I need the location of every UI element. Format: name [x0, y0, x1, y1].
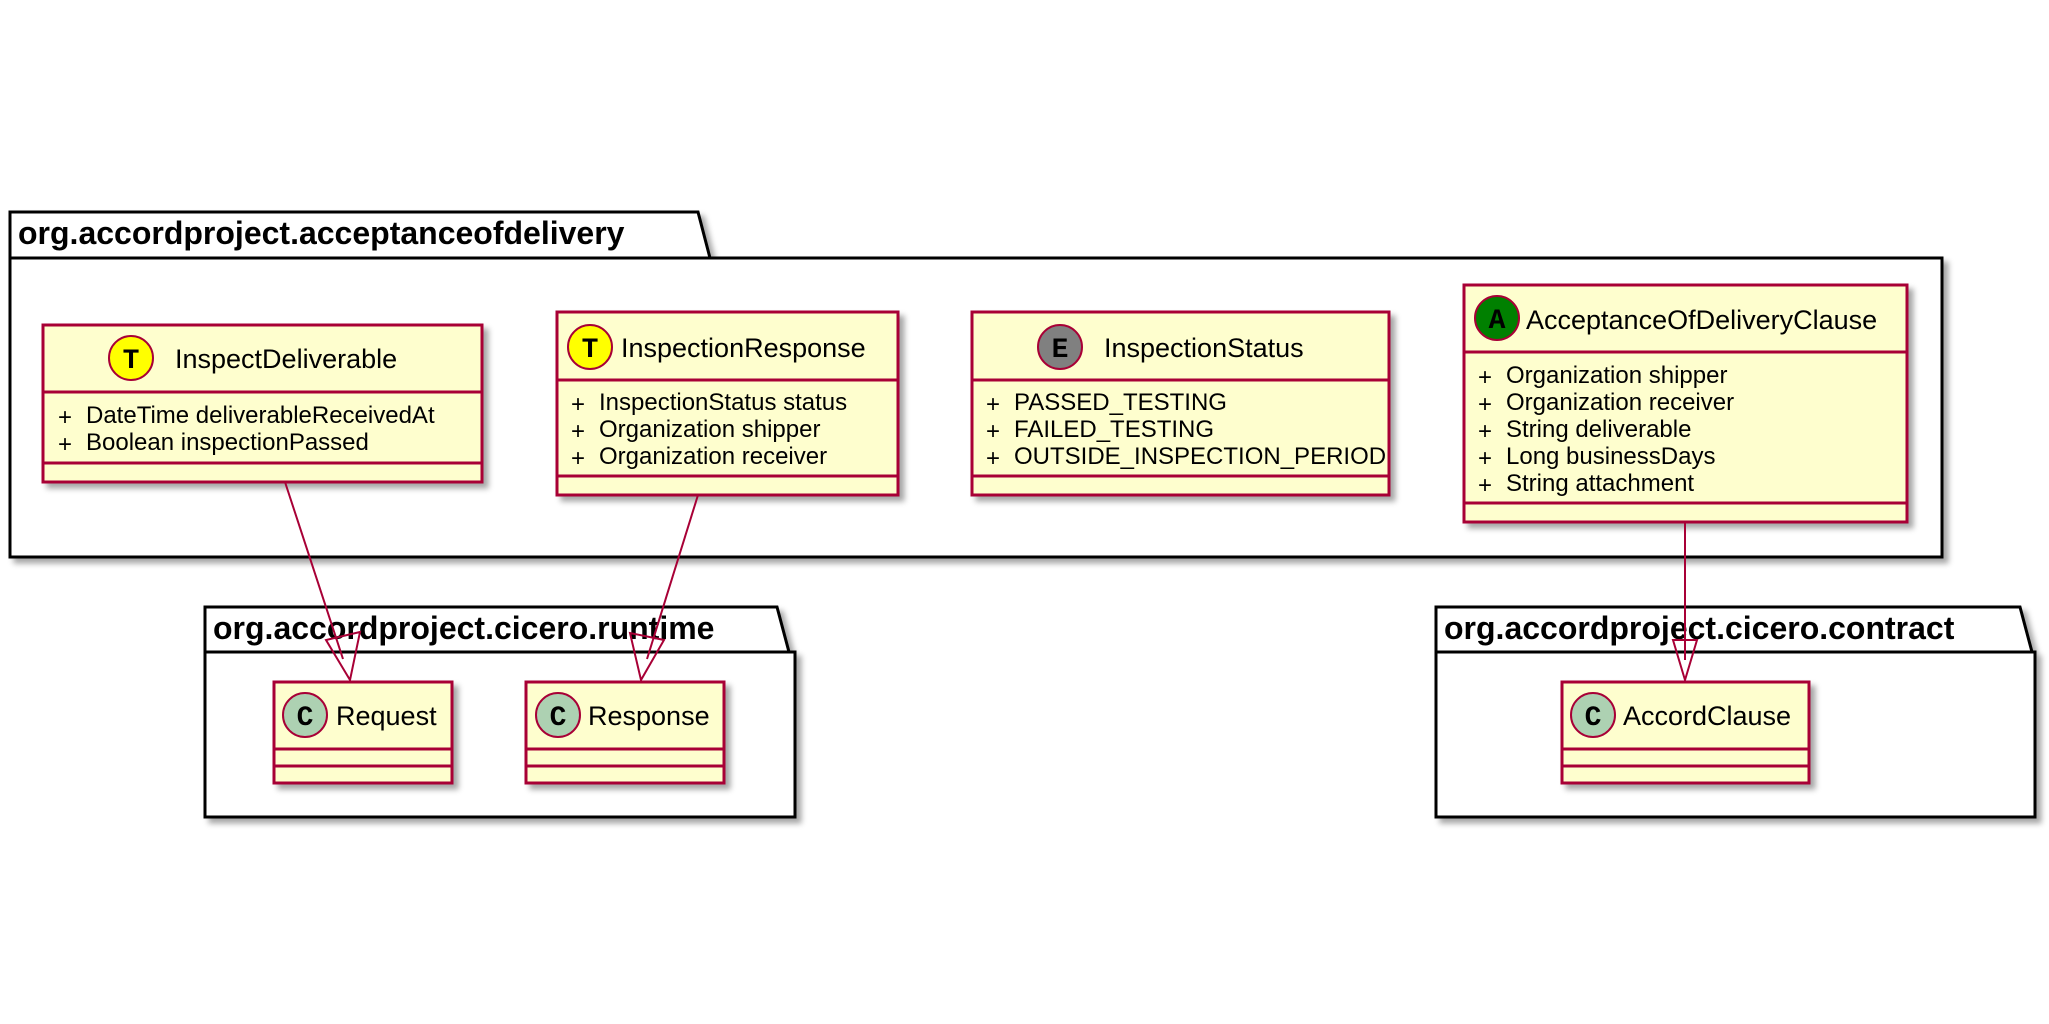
public-visibility-icon: +	[571, 391, 585, 418]
public-visibility-icon: +	[571, 445, 585, 472]
relation-inspectdeliverable-extends-request	[284, 481, 362, 683]
stereotype-e-icon	[1037, 324, 1083, 370]
enum-value: PASSED_TESTING	[1014, 389, 1227, 416]
class-name: Response	[588, 701, 710, 731]
package-title: org.accordproject.cicero.runtime	[213, 610, 714, 646]
attribute: Boolean inspectionPassed	[86, 429, 369, 456]
stereotype-c-icon	[282, 692, 328, 738]
class-inspection-status[interactable]: E InspectionStatus + PASSED_TESTING + FA…	[970, 310, 1391, 497]
attribute: Organization receiver	[1506, 389, 1734, 416]
stereotype-letter: T	[582, 335, 599, 366]
class-acceptance-of-delivery-clause[interactable]: A AcceptanceOfDeliveryClause + Organizat…	[1462, 283, 1909, 524]
relation-inspectionresponse-extends-response	[628, 494, 699, 683]
public-visibility-icon: +	[58, 404, 72, 431]
stereotype-c-icon	[1570, 692, 1616, 738]
stereotype-a-icon	[1474, 295, 1520, 341]
inheritance-arrowhead-icon	[324, 630, 362, 683]
class-name: Request	[336, 701, 437, 731]
attribute: Long businessDays	[1506, 443, 1715, 470]
stereotype-c-icon	[535, 692, 581, 738]
attribute: Organization receiver	[599, 443, 827, 470]
public-visibility-icon: +	[58, 431, 72, 458]
public-visibility-icon: +	[986, 445, 1000, 472]
stereotype-letter: T	[123, 346, 140, 377]
package-title: org.accordproject.acceptanceofdelivery	[18, 215, 625, 251]
inheritance-arrowhead-icon	[1671, 639, 1699, 684]
stereotype-letter: A	[1489, 306, 1506, 337]
class-request[interactable]: C Request	[272, 680, 454, 785]
public-visibility-icon: +	[571, 418, 585, 445]
class-name: InspectionStatus	[1104, 333, 1304, 363]
attribute: DateTime deliverableReceivedAt	[86, 402, 435, 429]
stereotype-letter: C	[1585, 703, 1602, 734]
stereotype-t-icon	[567, 324, 613, 370]
attribute: Organization shipper	[1506, 362, 1727, 389]
class-name: InspectionResponse	[621, 333, 866, 363]
class-inspection-response[interactable]: T InspectionResponse + InspectionStatus …	[555, 310, 900, 497]
class-accord-clause[interactable]: C AccordClause	[1560, 680, 1811, 785]
attribute: String deliverable	[1506, 416, 1691, 443]
attribute: InspectionStatus status	[599, 389, 847, 416]
inheritance-arrowhead-icon	[628, 631, 666, 683]
class-response[interactable]: C Response	[524, 680, 726, 785]
class-inspect-deliverable[interactable]: T InspectDeliverable + DateTime delivera…	[41, 323, 484, 484]
class-name: AccordClause	[1623, 701, 1791, 731]
public-visibility-icon: +	[1478, 391, 1492, 418]
public-visibility-icon: +	[986, 391, 1000, 418]
attribute: Organization shipper	[599, 416, 820, 443]
public-visibility-icon: +	[1478, 364, 1492, 391]
package-title: org.accordproject.cicero.contract	[1444, 610, 1955, 646]
enum-value: OUTSIDE_INSPECTION_PERIOD	[1014, 443, 1386, 470]
relation-acceptanceclause-extends-accordclause	[1671, 522, 1699, 684]
stereotype-letter: C	[297, 703, 314, 734]
public-visibility-icon: +	[1478, 445, 1492, 472]
public-visibility-icon: +	[986, 418, 1000, 445]
attribute: String attachment	[1506, 470, 1694, 497]
public-visibility-icon: +	[1478, 472, 1492, 499]
stereotype-t-icon	[108, 335, 154, 381]
public-visibility-icon: +	[1478, 418, 1492, 445]
stereotype-letter: C	[550, 703, 567, 734]
stereotype-letter: E	[1052, 335, 1069, 366]
enum-value: FAILED_TESTING	[1014, 416, 1214, 443]
class-name: InspectDeliverable	[175, 344, 397, 374]
class-name: AcceptanceOfDeliveryClause	[1526, 305, 1877, 335]
